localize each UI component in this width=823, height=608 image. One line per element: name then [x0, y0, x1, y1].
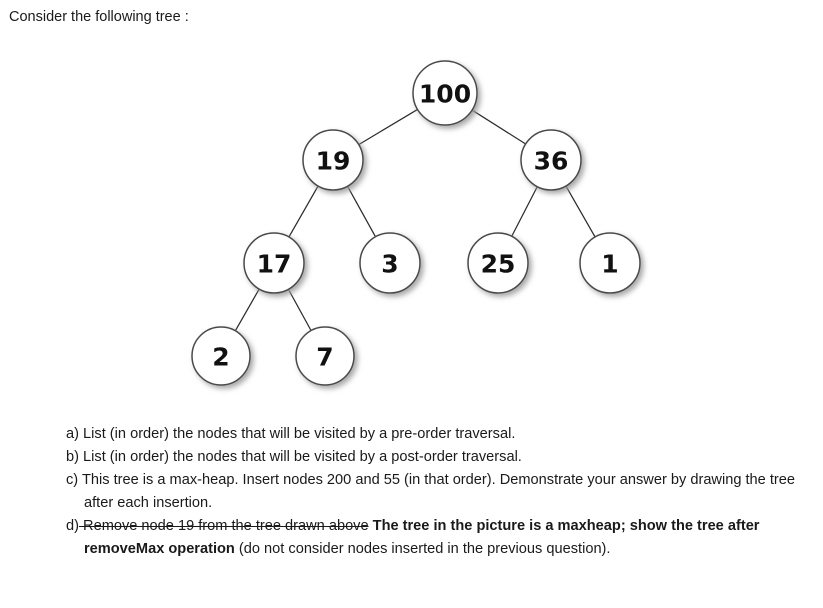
- question-item-b: b) List (in order) the nodes that will b…: [66, 446, 811, 469]
- question-text-segment: The tree in the picture is a maxheap; sh…: [84, 518, 760, 557]
- node-circle-3: [359, 232, 421, 294]
- node-label-17: 17: [257, 250, 292, 279]
- node-label-7: 7: [316, 343, 333, 372]
- tree-diagram: 100 19 36 17 3 25 1 2 7: [0, 48, 823, 418]
- node-label-100: 100: [419, 80, 471, 109]
- question-item-d: d) Remove node 19 from the tree drawn ab…: [66, 515, 811, 561]
- question-list: a) List (in order) the nodes that will b…: [66, 423, 811, 561]
- intro-text: Consider the following tree :: [9, 9, 189, 25]
- tree-node-3: 3: [359, 232, 421, 294]
- tree-edge-19-17: [288, 185, 319, 238]
- question-text-segment: List (in order) the nodes that will be v…: [78, 426, 516, 442]
- node-label-25: 25: [481, 250, 516, 279]
- tree-edge-17-2: [234, 288, 260, 332]
- node-label-19: 19: [316, 147, 351, 176]
- node-circle-25: [467, 232, 529, 294]
- question-marker: a): [66, 426, 79, 442]
- node-circle-1: [579, 232, 641, 294]
- node-circle-100: [412, 60, 478, 126]
- tree-node-2: 2: [191, 326, 251, 386]
- tree-edge-17-7: [287, 288, 312, 332]
- question-marker: d): [66, 518, 79, 534]
- tree-edge-100-36: [471, 109, 527, 145]
- tree-node-100: 100: [412, 60, 478, 126]
- node-circle-7: [295, 326, 355, 386]
- node-circle-17: [243, 232, 305, 294]
- question-text-segment: (do not consider nodes inserted in the p…: [234, 541, 611, 557]
- tree-edge-100-19: [357, 108, 419, 146]
- question-marker: c): [66, 472, 79, 488]
- tree-edge-layer: [234, 108, 596, 332]
- tree-node-7: 7: [295, 326, 355, 386]
- question-text-segment: List (in order) the nodes that will be v…: [78, 449, 522, 465]
- tree-node-17: 17: [243, 232, 305, 294]
- node-label-3: 3: [381, 250, 398, 279]
- tree-node-1: 1: [579, 232, 641, 294]
- tree-edge-36-25: [510, 185, 539, 238]
- tree-edge-19-3: [346, 185, 377, 238]
- tree-svg-canvas: 100 19 36 17 3 25 1 2 7: [191, 60, 641, 386]
- tree-edge-36-1: [565, 185, 596, 238]
- tree-node-25: 25: [467, 232, 529, 294]
- node-circle-2: [191, 326, 251, 386]
- tree-node-36: 36: [520, 129, 582, 191]
- tree-node-19: 19: [302, 129, 364, 191]
- question-item-a: a) List (in order) the nodes that will b…: [66, 423, 811, 446]
- node-circle-36: [520, 129, 582, 191]
- question-marker: b): [66, 449, 79, 465]
- node-label-2: 2: [212, 343, 229, 372]
- question-item-c: c) This tree is a max-heap. Insert nodes…: [66, 469, 811, 515]
- node-label-1: 1: [601, 250, 618, 279]
- node-label-36: 36: [534, 147, 569, 176]
- question-text-segment: Remove node 19 from the tree drawn above: [78, 518, 369, 534]
- question-text-segment: This tree is a max-heap. Insert nodes 20…: [78, 472, 795, 511]
- node-circle-19: [302, 129, 364, 191]
- tree-node-layer: 100 19 36 17 3 25 1 2 7: [191, 60, 641, 386]
